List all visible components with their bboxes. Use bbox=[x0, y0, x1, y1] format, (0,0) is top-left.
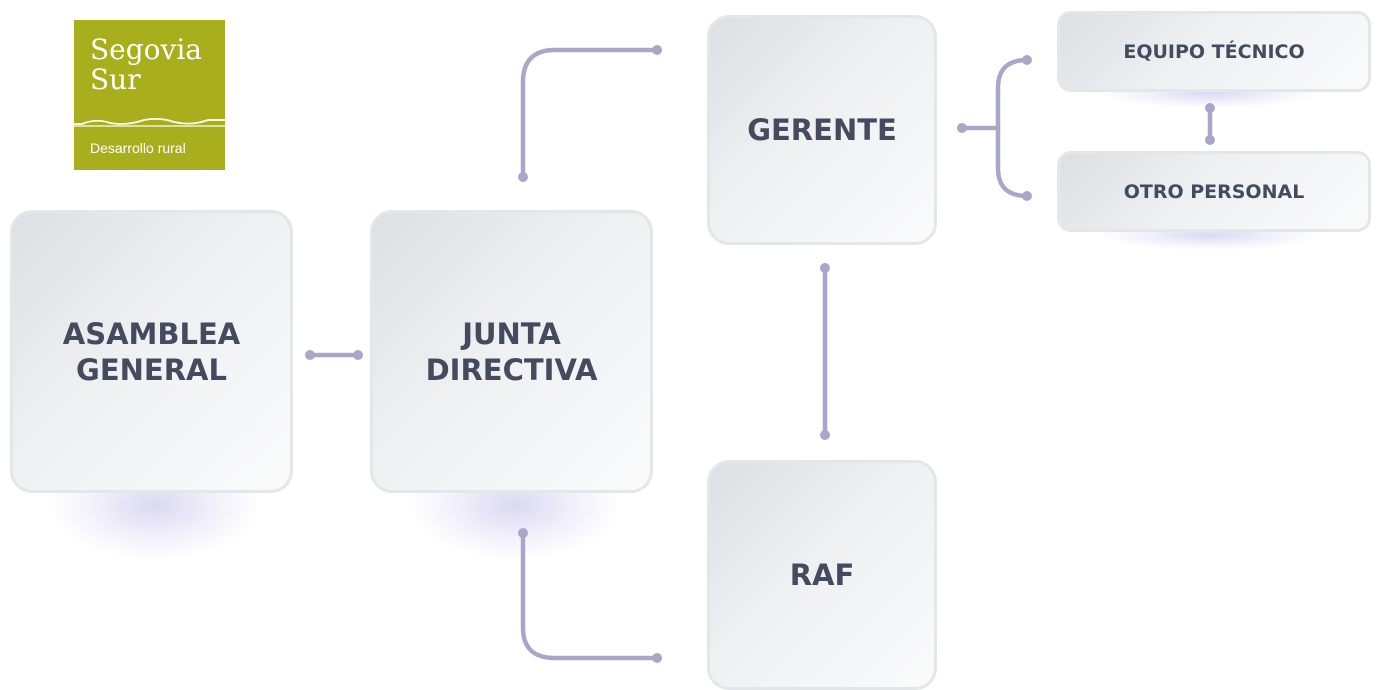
node-asamblea-general-label: ASAMBLEA GENERAL bbox=[62, 316, 241, 387]
logo-title-line1: Segovia bbox=[90, 33, 202, 66]
connector-dot bbox=[353, 350, 363, 360]
logo-tagline: Desarrollo rural bbox=[90, 140, 186, 156]
node-raf-label: RAF bbox=[789, 558, 855, 592]
node-gerente: GERENTE bbox=[707, 15, 937, 245]
connector-dot bbox=[652, 45, 662, 55]
node-equipo-tecnico: EQUIPO TÉCNICO bbox=[1057, 11, 1371, 92]
node-junta-directiva-label: JUNTA DIRECTIVA bbox=[425, 316, 598, 387]
connector-dot bbox=[518, 172, 528, 182]
node-equipo-tecnico-label: EQUIPO TÉCNICO bbox=[1123, 40, 1305, 63]
connector-dot bbox=[820, 430, 830, 440]
connector-dot bbox=[1022, 55, 1032, 65]
connector-dot bbox=[957, 123, 967, 133]
node-otro-personal: OTRO PERSONAL bbox=[1057, 151, 1371, 232]
connector-dot bbox=[820, 263, 830, 273]
node-asamblea-general: ASAMBLEA GENERAL bbox=[10, 210, 293, 493]
connector-junta-gerente bbox=[520, 47, 660, 180]
node-raf: RAF bbox=[707, 460, 937, 690]
node-junta-directiva: JUNTA DIRECTIVA bbox=[370, 210, 653, 493]
node-otro-personal-label: OTRO PERSONAL bbox=[1123, 180, 1305, 203]
connector-dot bbox=[652, 653, 662, 663]
logo-wave-icon bbox=[74, 117, 225, 127]
logo-title-line2: Sur bbox=[90, 63, 141, 96]
connector-dot bbox=[305, 350, 315, 360]
connector-dot bbox=[1205, 135, 1215, 145]
connector-bracket-vertical bbox=[995, 57, 1030, 199]
connector-dot bbox=[1022, 191, 1032, 201]
segovia-sur-logo: Segovia Sur Desarrollo rural bbox=[74, 20, 225, 170]
node-gerente-label: GERENTE bbox=[747, 113, 897, 147]
